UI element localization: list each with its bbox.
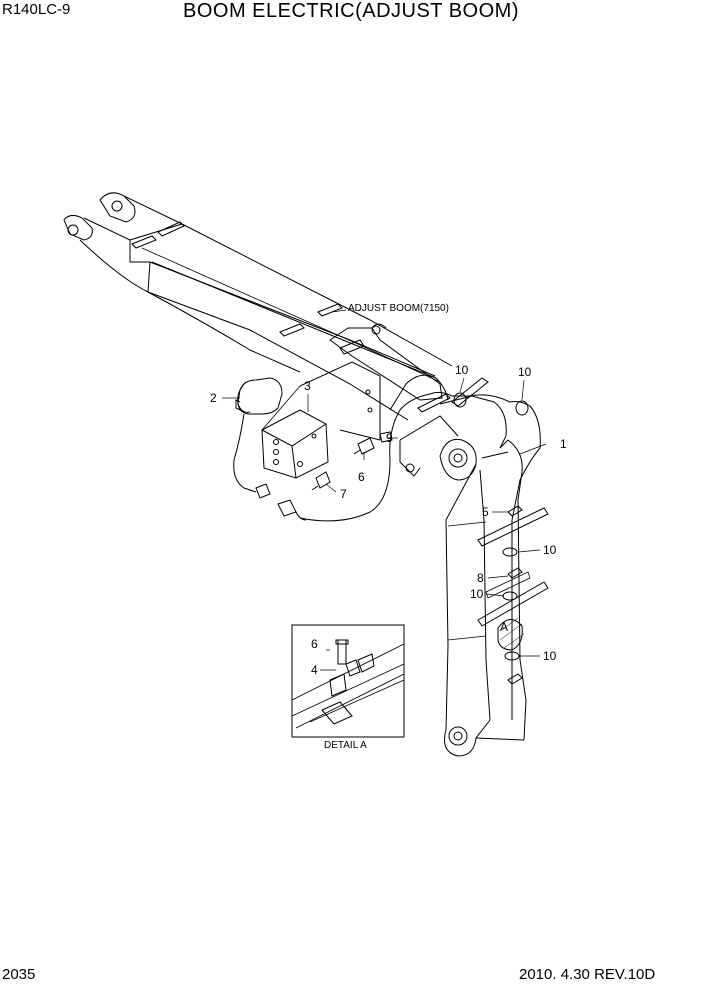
adjust-boom-label: ADJUST BOOM(7150): [348, 303, 449, 314]
clip-9: [379, 431, 393, 443]
callout-3: 3: [304, 379, 311, 393]
page-title: BOOM ELECTRIC(ADJUST BOOM): [183, 0, 519, 22]
connector: [255, 483, 307, 521]
callout-8: 8: [477, 571, 484, 585]
callout-2: 2: [210, 391, 217, 405]
clip-5-8: [507, 505, 523, 685]
detail-a-label: DETAIL A: [324, 740, 367, 751]
callout-10-b: 10: [518, 365, 532, 379]
callout-4: 4: [311, 663, 318, 677]
callout-1: 1: [560, 437, 567, 451]
revision-date: 2010. 4.30 REV.10D: [519, 966, 656, 983]
callout-7: 7: [340, 487, 347, 501]
callout-10-a: 10: [455, 363, 469, 377]
main-boom: [399, 377, 549, 757]
model-code: R140LC-9: [2, 1, 71, 18]
lamp-bracket: [261, 409, 329, 479]
clamp-10: [453, 392, 529, 661]
bolt-7: [311, 471, 331, 491]
detail-a-box: [291, 624, 405, 738]
bolt-6: [353, 437, 375, 455]
callout-5: 5: [482, 505, 489, 519]
work-lamp: [233, 377, 283, 493]
page-number: 2035: [2, 966, 36, 983]
callout-6-detail: 6: [311, 637, 318, 651]
callout-10-c: 10: [543, 543, 557, 557]
callout-10-d: 10: [470, 587, 484, 601]
detail-a-marker: A: [500, 620, 508, 634]
callout-6: 6: [358, 470, 365, 484]
callout-10-e: 10: [543, 649, 557, 663]
callout-9: 9: [386, 431, 393, 445]
harness-wire: [151, 261, 541, 720]
